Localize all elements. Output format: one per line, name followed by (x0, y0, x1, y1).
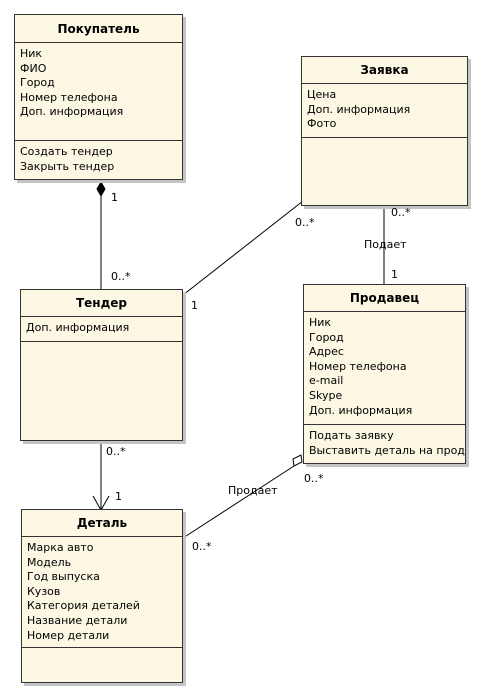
class-request-operations (302, 138, 467, 142)
tender-attr-info: Доп. информация (26, 321, 130, 334)
request-tender-target-multiplicity: 1 (191, 299, 198, 312)
buyer-attr-nick: Ник (20, 47, 43, 60)
class-tender-operations (21, 342, 182, 346)
seller-part-seller-multiplicity: 0..* (304, 472, 324, 485)
class-request[interactable]: Заявка Цена Доп. информация Фото (301, 56, 468, 206)
class-buyer[interactable]: Покупатель Ник ФИО Город Номер телефона … (14, 14, 183, 180)
class-seller[interactable]: Продавец Ник Город Адрес Номер телефона … (303, 284, 466, 464)
part-attr-part-number: Номер детали (27, 628, 110, 642)
request-attr-price: Цена (307, 88, 337, 101)
seller-part-part-multiplicity: 0..* (192, 540, 212, 553)
tender-part-source-multiplicity: 0..* (106, 445, 126, 458)
buyer-attr-phone: Номер телефона (20, 90, 118, 104)
class-buyer-attributes: Ник ФИО Город Номер телефона Доп. информ… (15, 43, 182, 141)
request-attr-photo: Фото (307, 117, 337, 131)
seller-part-association-name: Продает (228, 484, 278, 497)
class-tender-name: Тендер (21, 290, 182, 317)
seller-attr-address: Адрес (309, 345, 344, 359)
class-buyer-operations: Создать тендер Закрыть тендер (15, 141, 182, 174)
buyer-attr-info: Доп. информация (20, 105, 124, 119)
class-part-operations (22, 648, 182, 652)
class-buyer-name: Покупатель (15, 15, 182, 43)
tender-part-target-multiplicity: 1 (115, 490, 122, 503)
class-seller-attributes: Ник Город Адрес Номер телефона e-mail Sk… (304, 312, 465, 425)
class-tender-attributes: Доп. информация (21, 317, 182, 342)
class-part-attributes: Марка авто Модель Год выпуска Кузов Кате… (22, 537, 182, 648)
request-tender-source-multiplicity: 0..* (295, 216, 315, 229)
seller-attr-email: e-mail (309, 374, 344, 388)
seller-attr-skype: Skype (309, 388, 343, 402)
buyer-attr-city: Город (20, 76, 55, 90)
buyer-op-close-tender: Закрыть тендер (20, 159, 115, 173)
part-attr-body: Кузов (27, 584, 61, 598)
seller-op-submit-request: Подать заявку (309, 429, 394, 442)
request-attr-info: Доп. информация (307, 102, 411, 116)
aggregation-diamond-icon (292, 454, 303, 467)
seller-attr-phone: Номер телефона (309, 359, 407, 373)
part-attr-category: Категория деталей (27, 599, 140, 613)
class-part-name: Деталь (22, 510, 182, 537)
class-request-name: Заявка (302, 57, 467, 84)
part-attr-brand: Марка авто (27, 541, 94, 554)
buyer-tender-target-multiplicity: 0..* (111, 270, 131, 283)
seller-part-association (182, 465, 295, 539)
request-tender-association (182, 200, 304, 296)
request-seller-source-multiplicity: 0..* (391, 206, 411, 219)
class-seller-name: Продавец (304, 285, 465, 312)
part-attr-model: Модель (27, 555, 72, 569)
seller-op-list-part: Выставить деталь на прода (309, 443, 466, 457)
request-seller-target-multiplicity: 1 (391, 268, 398, 281)
buyer-attr-fullname: ФИО (20, 61, 47, 75)
composition-diamond-icon (96, 180, 106, 198)
part-attr-year: Год выпуска (27, 570, 100, 584)
class-part[interactable]: Деталь Марка авто Модель Год выпуска Куз… (21, 509, 183, 683)
buyer-op-create-tender: Создать тендер (20, 145, 113, 158)
class-seller-operations: Подать заявку Выставить деталь на прода (304, 425, 465, 458)
seller-attr-nick: Ник (309, 316, 332, 329)
seller-attr-info: Доп. информация (309, 403, 413, 417)
class-request-attributes: Цена Доп. информация Фото (302, 84, 467, 138)
part-attr-part-name: Название детали (27, 613, 128, 627)
request-seller-association-name: Подает (364, 238, 407, 251)
buyer-tender-source-multiplicity: 1 (111, 191, 118, 204)
class-tender[interactable]: Тендер Доп. информация (20, 289, 183, 441)
seller-attr-city: Город (309, 330, 344, 344)
